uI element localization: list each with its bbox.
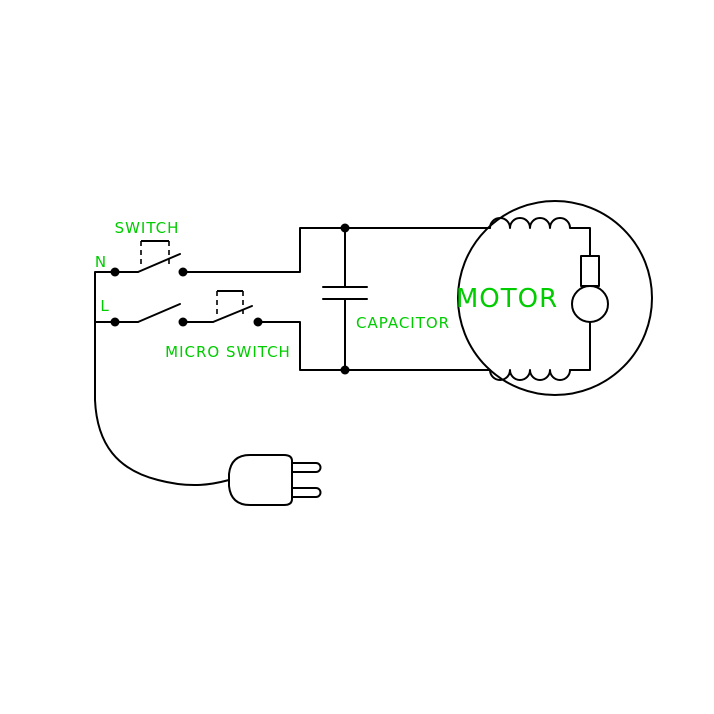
micro-switch-actuator-legs (216, 291, 244, 317)
junction-dot (340, 223, 350, 233)
switch-linkages (140, 240, 244, 317)
plug-pin-top (291, 462, 322, 473)
capacitor-label: CAPACITOR (356, 314, 450, 332)
switch-actuator-legs (140, 241, 170, 267)
switch-blade-l (137, 303, 181, 323)
terminal-n-label: N (95, 253, 107, 271)
wire-armature-down (569, 321, 591, 371)
junction-dots (110, 223, 350, 375)
mains-plug (228, 454, 322, 506)
wire-n-to-motor (182, 227, 491, 273)
capacitor-plates (322, 286, 368, 300)
switch-label: SWITCH (115, 219, 180, 237)
motor-label: MOTOR (456, 284, 558, 314)
wires (94, 200, 653, 487)
junction-dot (110, 317, 120, 327)
labels: SWITCH N L MICRO SWITCH CAPACITOR MOTOR (95, 219, 558, 361)
motor-bottom-winding (489, 369, 571, 381)
wire-bottom-return (257, 321, 491, 371)
junction-dot (110, 267, 120, 277)
micro-switch-label: MICRO SWITCH (165, 343, 291, 361)
cable-junction (94, 271, 116, 401)
junction-dot (340, 365, 350, 375)
motor-outline (457, 200, 653, 396)
motor-brush-block (580, 255, 600, 287)
junction-dot (178, 267, 188, 277)
junction-dot (253, 317, 263, 327)
plug-pin-bottom (291, 487, 322, 498)
motor-armature (571, 285, 609, 323)
micro-switch-blade (212, 305, 253, 323)
motor-top-winding (489, 217, 591, 257)
terminal-l-label: L (100, 297, 109, 315)
plug-body (228, 454, 293, 506)
power-cord (94, 399, 230, 487)
junction-dot (178, 317, 188, 327)
switch-blade-n (137, 253, 181, 273)
